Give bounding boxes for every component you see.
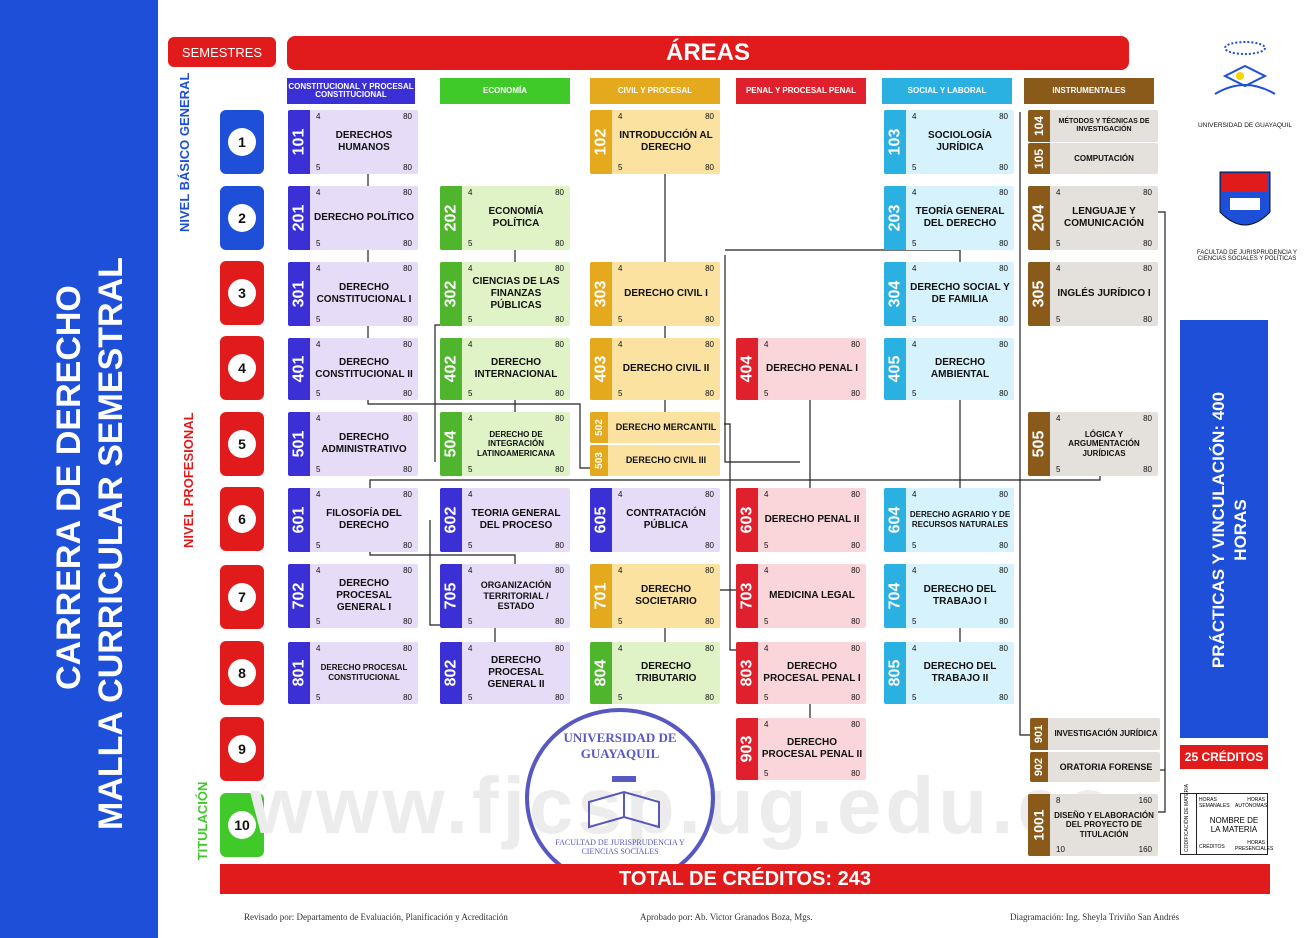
semester-badge-9: 9 (220, 717, 264, 781)
legend-tr: HORAS AUTÓNOMAS (1235, 797, 1268, 809)
semester-badge-6: 6 (220, 487, 264, 551)
semester-badge-2: 2 (220, 186, 264, 250)
course-card-502[interactable]: 502 DERECHO MERCANTIL (590, 412, 720, 443)
course-card-901[interactable]: 901 INVESTIGACIÓN JURÍDICA (1030, 718, 1160, 750)
legend-center: NOMBRE DE LA MATERIA (1209, 816, 1259, 834)
course-card-902[interactable]: 902 ORATORIA FORENSE (1030, 752, 1160, 782)
semester-badge-3: 3 (220, 261, 264, 325)
legend-box: CODIFICACIÓN DE MATERIA HORAS SEMANALES … (1180, 784, 1274, 855)
legend-br: HORAS PRESENCIALES (1235, 840, 1274, 852)
practicas-text: PRÁCTICAS Y VINCULACIÓN: 400 HORAS (1209, 391, 1251, 669)
semester-badge-1: 1 (220, 110, 264, 174)
university-logo (1200, 36, 1290, 106)
semester-badge-5: 5 (220, 412, 264, 476)
university-name: UNIVERSIDAD DE GUAYAQUIL (1197, 122, 1293, 129)
seal-inner-text: FACULTAD DE JURISPRUDENCIA Y CIENCIAS SO… (555, 838, 685, 856)
faculty-logo (1218, 170, 1272, 240)
university-seal: UNIVERSIDAD DE GUAYAQUIL FACULTAD DE JUR… (525, 708, 715, 888)
semestres-header: SEMESTRES (168, 37, 276, 67)
legend-bl: CRÉDITOS (1199, 844, 1225, 850)
legend-tl: HORAS SEMANALES (1199, 797, 1230, 809)
seal-outer-text: UNIVERSIDAD DE GUAYAQUIL (563, 730, 677, 761)
title-sidebar: CARRERA DE DERECHO MALLA CURRICULAR SEME… (0, 0, 158, 938)
faculty-shield-icon (1219, 171, 1271, 226)
total-credits-bar: TOTAL DE CRÉDITOS: 243 (220, 864, 1270, 894)
areas-header: ÁREAS (287, 36, 1129, 70)
semester-badge-10: 10 (220, 793, 264, 857)
column-header-economia: ECONOMÍA (440, 78, 570, 104)
footer-revisado: Revisado por: Departamento de Evaluación… (244, 912, 508, 922)
column-header-civil: CIVIL Y PROCESAL (590, 78, 720, 104)
semester-badge-7: 7 (220, 565, 264, 629)
legend-side: CODIFICACIÓN DE MATERIA (1184, 784, 1190, 852)
course-card-503[interactable]: 503 DERECHO CIVIL III (590, 445, 720, 476)
semester-badge-8: 8 (220, 641, 264, 705)
course-card-105[interactable]: 105 COMPUTACIÓN (1028, 143, 1158, 174)
semester-badge-4: 4 (220, 336, 264, 400)
column-header-constitucional: CONSTITUCIONAL Y PROCESAL CONSTITUCIONAL (287, 78, 415, 104)
footer-diagramacion: Diagramación: Ing. Sheyla Triviño San An… (1010, 912, 1179, 922)
course-card-104[interactable]: 104 MÉTODOS Y TÉCNICAS DE INVESTIGACIÓN (1028, 110, 1158, 142)
footer-aprobado: Aprobado por: Ab. Victor Granados Boza, … (640, 912, 813, 922)
book-icon (588, 776, 660, 829)
column-header-social: SOCIAL Y LABORAL (882, 78, 1012, 104)
column-header-penal: PENAL Y PROCESAL PENAL (736, 78, 866, 104)
credits-25-badge: 25 CRÉDITOS (1180, 745, 1268, 769)
column-header-instrumentales: INSTRUMENTALES (1024, 78, 1154, 104)
faculty-name: FACULTAD DE JURISPRUDENCIA Y CIENCIAS SO… (1196, 250, 1298, 262)
practicas-banner: PRÁCTICAS Y VINCULACIÓN: 400 HORAS (1180, 320, 1268, 738)
university-logo-icon (1214, 41, 1276, 95)
